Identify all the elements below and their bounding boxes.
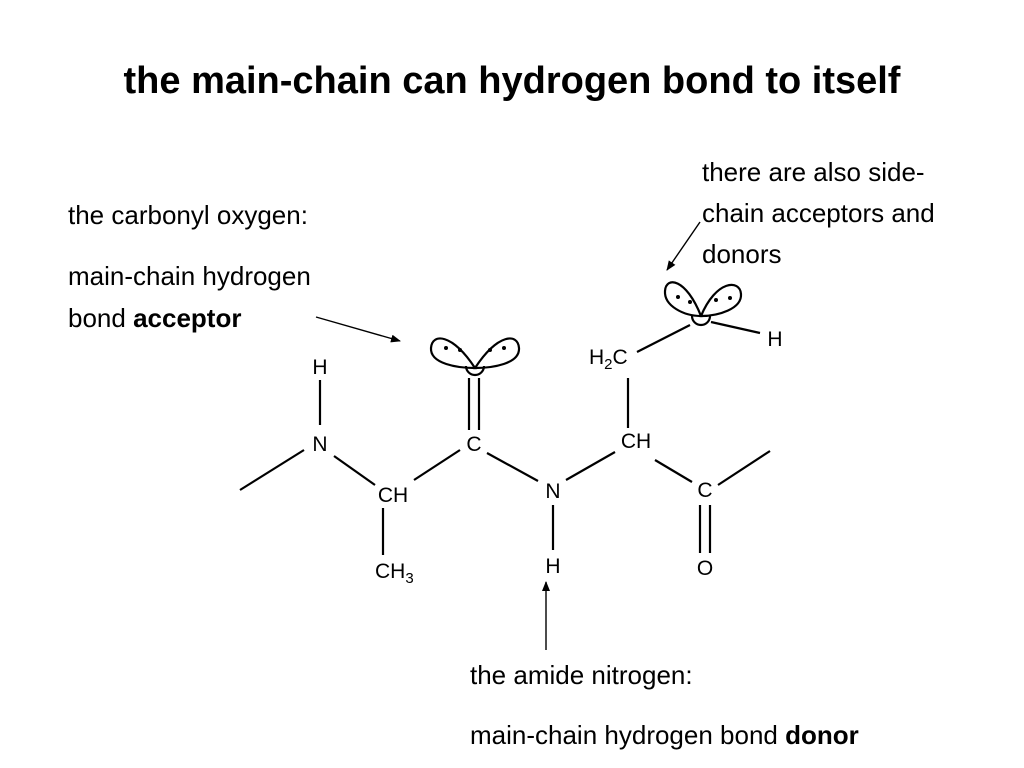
page-title: the main-chain can hydrogen bond to itse… xyxy=(123,60,901,102)
atom-ch3-text: CH xyxy=(375,560,405,583)
amide-note-line2: main-chain hydrogen bond donor xyxy=(470,719,859,752)
bond-n1-ch xyxy=(333,455,376,486)
carbonyl-oxygen-lone-pairs xyxy=(429,337,521,377)
atom-h-oh: H xyxy=(767,328,782,351)
lone-pair-dot xyxy=(502,346,506,350)
lone-pair-dot xyxy=(488,348,492,352)
carbonyl-note-line1: the carbonyl oxygen: xyxy=(68,200,308,230)
lone-pair-lobe-left xyxy=(663,281,703,318)
lone-pair-lobe-left xyxy=(429,337,478,370)
donor-label: donor xyxy=(785,720,859,750)
lone-pair-dot xyxy=(714,298,718,302)
lone-pair-dot xyxy=(728,296,732,300)
atom-c1: C xyxy=(466,433,481,456)
carbonyl-note-line3: bond acceptor xyxy=(68,302,241,335)
atom-c2: C xyxy=(697,479,712,502)
acceptor-label: acceptor xyxy=(133,303,242,333)
atom-ch-alpha2: CH xyxy=(621,430,651,453)
acceptor-arrow xyxy=(315,316,401,343)
atom-ch3: CH3 xyxy=(375,560,414,587)
atom-ch-alpha1: CH xyxy=(378,484,408,507)
atom-h2c-subscript: 2 xyxy=(604,356,612,373)
sidechain-oxygen-lone-pairs xyxy=(663,281,743,327)
bond-c2-terminal xyxy=(717,450,771,486)
oxygen-center xyxy=(464,365,486,377)
sidechain-note-line1: there are also side- xyxy=(702,157,925,187)
bond-ch-c2 xyxy=(654,459,693,483)
lone-pair-dot xyxy=(676,295,680,299)
atom-h2c: H2C xyxy=(589,346,628,373)
carbonyl-note-line2: main-chain hydrogen xyxy=(68,261,311,291)
oxygen-center xyxy=(690,315,712,327)
bond-n2-ch xyxy=(565,451,616,481)
atom-ch3-subscript: 3 xyxy=(405,570,413,587)
atom-h-n1: H xyxy=(312,356,327,379)
amide-note-line1: the amide nitrogen: xyxy=(470,660,693,690)
atom-h-n2: H xyxy=(545,555,560,578)
bond-h2c-o xyxy=(636,324,691,353)
amide-note-bond: main-chain hydrogen bond xyxy=(470,720,786,750)
sidechain-arrow xyxy=(666,221,701,271)
lone-pair-dot xyxy=(458,348,462,352)
atom-o2: O xyxy=(697,557,713,580)
bond-terminal-n1 xyxy=(239,449,305,491)
lone-pair-lobe-right xyxy=(699,283,743,318)
atom-h2c-c: C xyxy=(613,346,628,369)
atom-n2: N xyxy=(545,480,560,503)
sidechain-note-line2: chain acceptors and xyxy=(702,198,935,228)
bond-ch-c1 xyxy=(413,449,461,481)
lone-pair-lobe-right xyxy=(472,337,521,370)
atom-n1: N xyxy=(312,433,327,456)
atom-h2c-h: H xyxy=(589,346,604,369)
lone-pair-dot xyxy=(688,300,692,304)
lone-pair-dot xyxy=(444,346,448,350)
sidechain-note-line3: donors xyxy=(702,239,782,269)
carbonyl-note-bond: bond xyxy=(68,303,134,333)
bond-c1-n2 xyxy=(486,452,539,482)
bond-o-h xyxy=(710,320,761,335)
